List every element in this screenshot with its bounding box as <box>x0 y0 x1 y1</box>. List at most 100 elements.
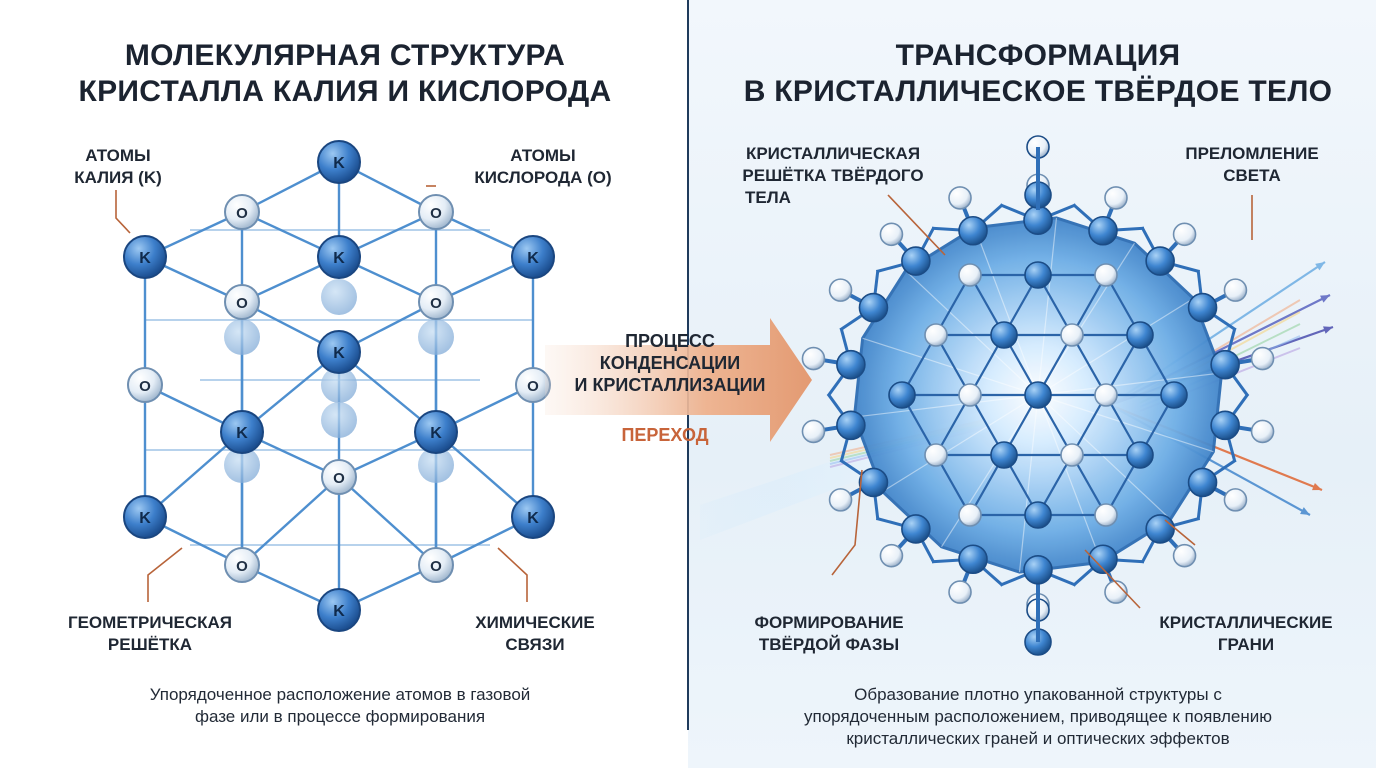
label-potassium-atoms: АТОМЫ КАЛИЯ (K) <box>58 145 178 189</box>
potassium-symbol: K <box>333 155 345 172</box>
crystal-atom-dark <box>888 381 916 409</box>
transition-line-1: ПРОЦЕСС <box>625 331 715 351</box>
transition-arrow-shape <box>545 318 812 442</box>
crystal-atom-dark <box>1024 381 1052 409</box>
surface-atom <box>901 246 931 276</box>
potassium-symbol: K <box>236 425 248 442</box>
crystal-atom-dark <box>1160 381 1188 409</box>
ray-arrowhead <box>1323 326 1333 334</box>
label-light-refraction: ПРЕЛОМЛЕНИЕ СВЕТА <box>1162 143 1342 187</box>
right-caption-line-1: Образование плотно упакованной структуры… <box>854 685 1222 704</box>
oxygen-symbol: O <box>430 558 442 575</box>
surface-atom <box>1210 349 1240 380</box>
potassium-atom <box>317 140 361 184</box>
surface-atom-light <box>948 580 972 604</box>
oxygen-atom <box>127 367 163 403</box>
label-geometric-lattice-line-2: РЕШЁТКА <box>107 635 193 654</box>
surface-atom <box>1210 410 1240 441</box>
potassium-symbol: K <box>333 250 345 267</box>
oxygen-atom <box>224 284 260 320</box>
label-crystal-lattice: КРИСТАЛЛИЧЕСКАЯ РЕШЁТКА ТВЁРДОГО ТЕЛА <box>728 143 938 207</box>
oxygen-symbol: O <box>430 205 442 222</box>
label-oxygen-line-2: КИСЛОРОДА (O) <box>474 168 612 187</box>
crystal-atom-light <box>958 263 982 287</box>
transition-arrow <box>545 318 812 442</box>
potassium-symbol: K <box>139 250 151 267</box>
surface-atom <box>1088 544 1118 575</box>
crystal-atom-dark <box>1126 441 1154 469</box>
right-title: ТРАНСФОРМАЦИЯ В КРИСТАЛЛИЧЕСКОЕ ТВЁРДОЕ … <box>700 38 1376 110</box>
surface-atom <box>836 349 866 380</box>
right-caption-line-2: упорядоченным расположением, приводящее … <box>803 707 1273 726</box>
facet-edge <box>1037 217 1058 396</box>
surface-atom <box>1023 554 1053 585</box>
crystal-atom-light <box>924 443 948 467</box>
oxygen-symbol: O <box>527 378 539 395</box>
oxygen-atom <box>224 194 260 230</box>
facet-edge <box>905 270 1039 396</box>
label-crystal-facets-line-2: ГРАНИ <box>1217 635 1275 654</box>
label-light-refraction-line-2: СВЕТА <box>1223 166 1281 185</box>
surface-atom-light <box>1104 580 1128 604</box>
left-caption-line-1: Упорядоченное расположение атомов в газо… <box>149 685 531 704</box>
facet-edge <box>1037 372 1222 396</box>
crystal-atom-dark <box>1126 321 1154 349</box>
left-title: МОЛЕКУЛЯРНАЯ СТРУКТУРА КРИСТАЛЛА КАЛИЯ И… <box>30 38 660 110</box>
leader-line <box>497 547 528 602</box>
oxygen-atom <box>224 547 260 583</box>
potassium-symbol: K <box>333 345 345 362</box>
potassium-symbol: K <box>527 510 539 527</box>
surface-atom-light <box>879 543 904 568</box>
oxygen-symbol: O <box>333 470 345 487</box>
background-atom <box>418 447 454 483</box>
crystal-atom-dark <box>990 321 1018 349</box>
label-oxygen-atoms: АТОМЫ КИСЛОРОДА (O) <box>448 145 638 189</box>
surface-atom-light <box>801 346 826 371</box>
surface-atom <box>858 467 889 498</box>
chemical-bond <box>241 476 340 566</box>
crystal-atom-light <box>1060 323 1084 347</box>
ray-arrowhead <box>1300 507 1310 515</box>
crystal-atom-light <box>1094 263 1118 287</box>
leader-line <box>1084 549 1141 609</box>
potassium-atom <box>511 495 555 539</box>
label-crystal-facets: КРИСТАЛЛИЧЕСКИЕ ГРАНИ <box>1136 612 1356 656</box>
potassium-symbol: K <box>527 250 539 267</box>
label-solid-phase-line-1: ФОРМИРОВАНИЕ <box>754 613 904 632</box>
crystal-atom-light <box>958 383 982 407</box>
label-crystal-lattice-line-1: КРИСТАЛЛИЧЕСКАЯ <box>745 144 921 163</box>
left-title-line-2: КРИСТАЛЛА КАЛИЯ И КИСЛОРОДА <box>78 75 612 108</box>
facet-edge <box>1037 297 1194 396</box>
crystal-atom-light <box>1060 443 1084 467</box>
surface-atom-light <box>828 278 853 302</box>
potassium-symbol: K <box>430 425 442 442</box>
oxygen-atom <box>418 547 454 583</box>
leader-line <box>1164 519 1196 546</box>
ray-arrowhead <box>1312 482 1322 491</box>
label-chemical-bonds: ХИМИЧЕСКИЕ СВЯЗИ <box>455 612 615 656</box>
surface-atom <box>958 544 988 575</box>
surface-atom-light <box>1172 222 1197 247</box>
surface-atom <box>836 410 866 441</box>
label-potassium-line-1: АТОМЫ <box>85 146 151 165</box>
leader-lines <box>115 185 1253 609</box>
transition-line-3: И КРИСТАЛЛИЗАЦИИ <box>574 375 766 395</box>
leader-line <box>887 194 946 256</box>
crystal-atom-light <box>1094 503 1118 527</box>
oxygen-symbol: O <box>139 378 151 395</box>
oxygen-symbol: O <box>236 295 248 312</box>
oxygen-atom <box>321 459 357 495</box>
crystal-atom-dark <box>1024 261 1052 289</box>
potassium-atom <box>511 235 555 279</box>
surface-atom-light <box>1223 278 1248 302</box>
surface-atom <box>1187 467 1218 498</box>
background-atom <box>418 319 454 355</box>
background-atom <box>321 279 357 315</box>
label-crystal-lattice-line-2: РЕШЁТКА ТВЁРДОГО <box>742 166 924 185</box>
ray-arrowhead <box>1315 262 1325 271</box>
facet-edge <box>1037 394 1214 453</box>
surface-atom <box>1145 514 1175 544</box>
label-solid-phase-line-2: ТВЁРДОЙ ФАЗЫ <box>758 635 900 654</box>
